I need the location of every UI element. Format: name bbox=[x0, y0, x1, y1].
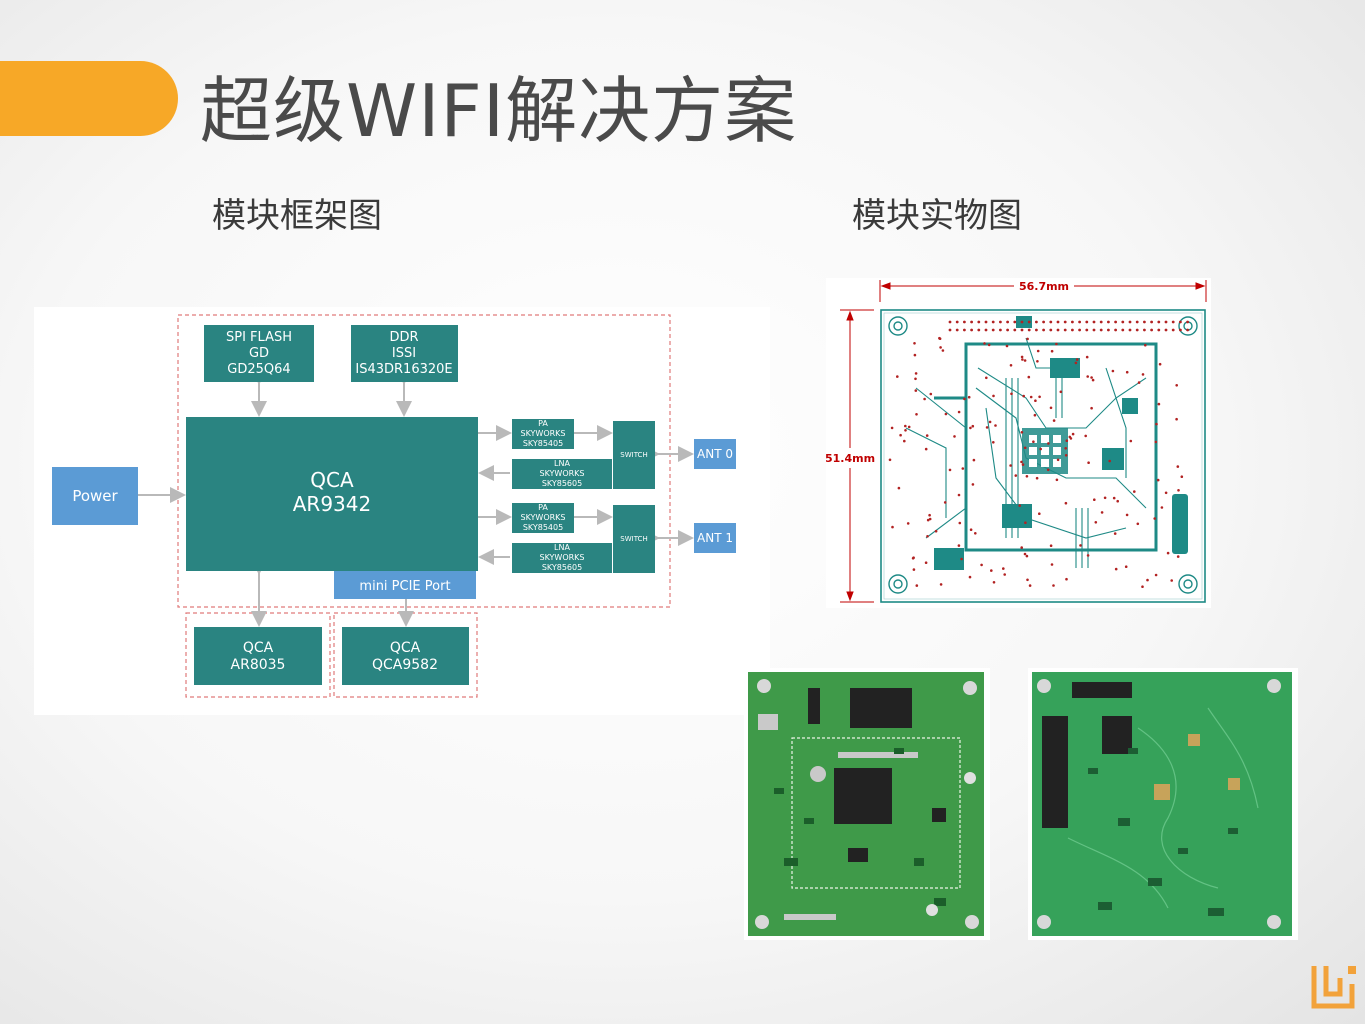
pcb-layout-drawing: 56.7mm 51.4mm bbox=[825, 278, 1211, 608]
ar8035-line2: AR8035 bbox=[231, 657, 286, 673]
ar8035-line1: QCA bbox=[243, 640, 274, 656]
pa1-block bbox=[512, 419, 574, 449]
pa1-line2: SKYWORKS bbox=[520, 429, 565, 438]
title-accent-bar bbox=[0, 61, 178, 136]
lna2-block bbox=[512, 543, 612, 573]
cpu-label-line2: AR9342 bbox=[293, 492, 371, 516]
lna2-line1: LNA bbox=[554, 543, 570, 552]
cpu-label-line1: QCA bbox=[310, 468, 354, 492]
lna1-line3: SKY85605 bbox=[542, 479, 582, 488]
power-block bbox=[52, 467, 138, 525]
switch2-label: SWITCH bbox=[620, 535, 647, 543]
ddr-line2: ISSI bbox=[392, 346, 416, 361]
ant0-label: ANT 0 bbox=[697, 447, 733, 461]
pa2-line2: SKYWORKS bbox=[520, 513, 565, 522]
physical-caption: 模块实物图 bbox=[852, 196, 1022, 236]
qca9582-block bbox=[342, 627, 469, 685]
board-front-photo bbox=[744, 668, 990, 940]
spi-flash-block bbox=[204, 325, 314, 382]
power-label: Power bbox=[72, 487, 118, 505]
pcb-height-label: 51.4mm bbox=[826, 452, 875, 465]
ddr-line3: IS43DR16320E bbox=[355, 362, 452, 377]
spi-flash-line3: GD25Q64 bbox=[227, 362, 290, 377]
block-diagram-caption: 模块框架图 bbox=[212, 196, 382, 236]
ddr-line1: DDR bbox=[389, 330, 418, 345]
block-diagram: Power QCA AR9342 mini PCIE Port SPI FLAS… bbox=[34, 307, 770, 715]
spi-flash-line2: GD bbox=[249, 346, 269, 361]
pcie-port-label: mini PCIE Port bbox=[359, 579, 450, 594]
switch1-block bbox=[613, 421, 655, 489]
switch2-block bbox=[613, 505, 655, 573]
slide-title: 超级WIFI解决方案 bbox=[200, 69, 798, 153]
qca9582-line1: QCA bbox=[390, 640, 421, 656]
pa1-line1: PA bbox=[538, 419, 548, 428]
lna1-line2: SKYWORKS bbox=[539, 469, 584, 478]
lna2-line3: SKY85605 bbox=[542, 563, 582, 572]
pcie-port-block bbox=[334, 571, 476, 599]
ant0-block bbox=[694, 439, 736, 469]
pa2-line1: PA bbox=[538, 503, 548, 512]
ar8035-block bbox=[194, 627, 322, 685]
lna2-line2: SKYWORKS bbox=[539, 553, 584, 562]
company-logo bbox=[1308, 962, 1358, 1012]
cpu-block bbox=[186, 417, 478, 571]
spi-flash-line1: SPI FLASH bbox=[226, 330, 292, 345]
qca9582-line2: QCA9582 bbox=[372, 657, 438, 673]
board-back-photo bbox=[1028, 668, 1298, 940]
pa2-line3: SKY85405 bbox=[523, 523, 563, 532]
pcb-width-label: 56.7mm bbox=[1019, 280, 1069, 293]
lna1-line1: LNA bbox=[554, 459, 570, 468]
ant1-label: ANT 1 bbox=[697, 531, 733, 545]
pa1-line3: SKY85405 bbox=[523, 439, 563, 448]
pa2-block bbox=[512, 503, 574, 533]
ant1-block bbox=[694, 523, 736, 553]
ddr-block bbox=[351, 325, 458, 382]
lna1-block bbox=[512, 459, 612, 489]
switch1-label: SWITCH bbox=[620, 451, 647, 459]
